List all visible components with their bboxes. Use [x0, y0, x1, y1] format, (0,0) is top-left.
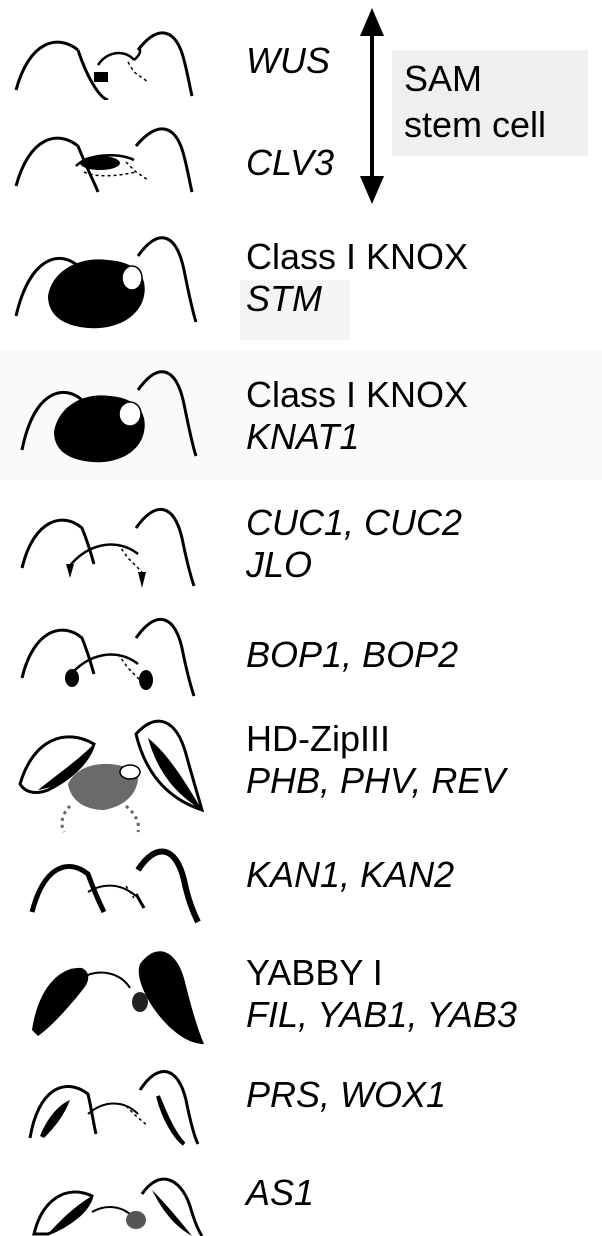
- gene-hdzip: PHB, PHV, REV: [246, 760, 506, 801]
- gene-yabby: FIL, YAB1, YAB3: [246, 994, 517, 1035]
- class-yabby: YABBY I: [246, 952, 383, 993]
- gene-cuc: CUC1, CUC2: [246, 502, 463, 543]
- shade-stm: [240, 280, 350, 340]
- sam-schematic-bop: [8, 608, 218, 704]
- row-yabby-label: YABBY I FIL, YAB1, YAB3: [246, 952, 517, 1036]
- gene-prs: PRS, WOX1: [246, 1074, 447, 1115]
- gene-clv3: CLV3: [246, 142, 335, 183]
- gene-bop: BOP1, BOP2: [246, 634, 459, 675]
- sam-stem-cell-label: SAM stem cell: [404, 56, 546, 148]
- row-hdzip-label: HD-ZipIII PHB, PHV, REV: [246, 718, 505, 802]
- sam-schematic-clv3: [8, 116, 218, 196]
- gene-stm: STM: [246, 278, 322, 319]
- row-clv3: CLV3: [0, 112, 602, 212]
- sam-schematic-kan: [8, 840, 218, 936]
- row-stm-label: Class I KNOX STM: [246, 236, 468, 320]
- sam-schematic-cuc: [8, 498, 218, 594]
- sam-schematic-as1: [8, 1176, 218, 1236]
- gene-kan: KAN1, KAN2: [246, 854, 455, 895]
- gene-knat1: KNAT1: [246, 416, 360, 457]
- sam-schematic-yabby: [8, 944, 218, 1054]
- row-cuc-label: CUC1, CUC2 JLO: [246, 502, 462, 586]
- row-stm: Class I KNOX STM: [0, 222, 602, 340]
- row-knat1-label: Class I KNOX KNAT1: [246, 374, 468, 458]
- row-prs: PRS, WOX1: [0, 1060, 602, 1160]
- row-wus-label: WUS: [246, 40, 330, 82]
- row-knat1: Class I KNOX KNAT1: [0, 356, 602, 476]
- row-kan: KAN1, KAN2: [0, 840, 602, 940]
- gene-jlo: JLO: [246, 544, 313, 585]
- sam-stem-cell-box: [392, 50, 588, 156]
- row-kan-label: KAN1, KAN2: [246, 854, 454, 896]
- row-cuc: CUC1, CUC2 JLO: [0, 494, 602, 602]
- double-arrow-icon: [360, 8, 384, 204]
- row-clv3-label: CLV3: [246, 142, 334, 184]
- sam-schematic-hdzip: [8, 714, 218, 834]
- row-wus: WUS: [0, 0, 602, 100]
- sam-schematic-wus: [8, 20, 218, 100]
- row-hdzip: HD-ZipIII PHB, PHV, REV: [0, 714, 602, 840]
- row-bop: BOP1, BOP2: [0, 608, 602, 708]
- class-knox-stm: Class I KNOX: [246, 236, 469, 277]
- sam-schematic-stm: [8, 226, 218, 334]
- row-prs-label: PRS, WOX1: [246, 1074, 446, 1116]
- row-yabby: YABBY I FIL, YAB1, YAB3: [0, 944, 602, 1056]
- sam-label-line2: stem cell: [404, 104, 547, 145]
- gene-as1: AS1: [246, 1172, 315, 1213]
- sam-label-line1: SAM: [404, 58, 483, 99]
- sam-schematic-prs: [8, 1060, 218, 1156]
- class-hdzip: HD-ZipIII: [246, 718, 390, 759]
- class-knox-knat1: Class I KNOX: [246, 374, 469, 415]
- row-bop-label: BOP1, BOP2: [246, 634, 458, 676]
- gene-wus: WUS: [246, 40, 330, 81]
- row-as1: AS1: [0, 1164, 602, 1236]
- row-as1-label: AS1: [246, 1172, 314, 1214]
- sam-schematic-knat1: [8, 360, 218, 468]
